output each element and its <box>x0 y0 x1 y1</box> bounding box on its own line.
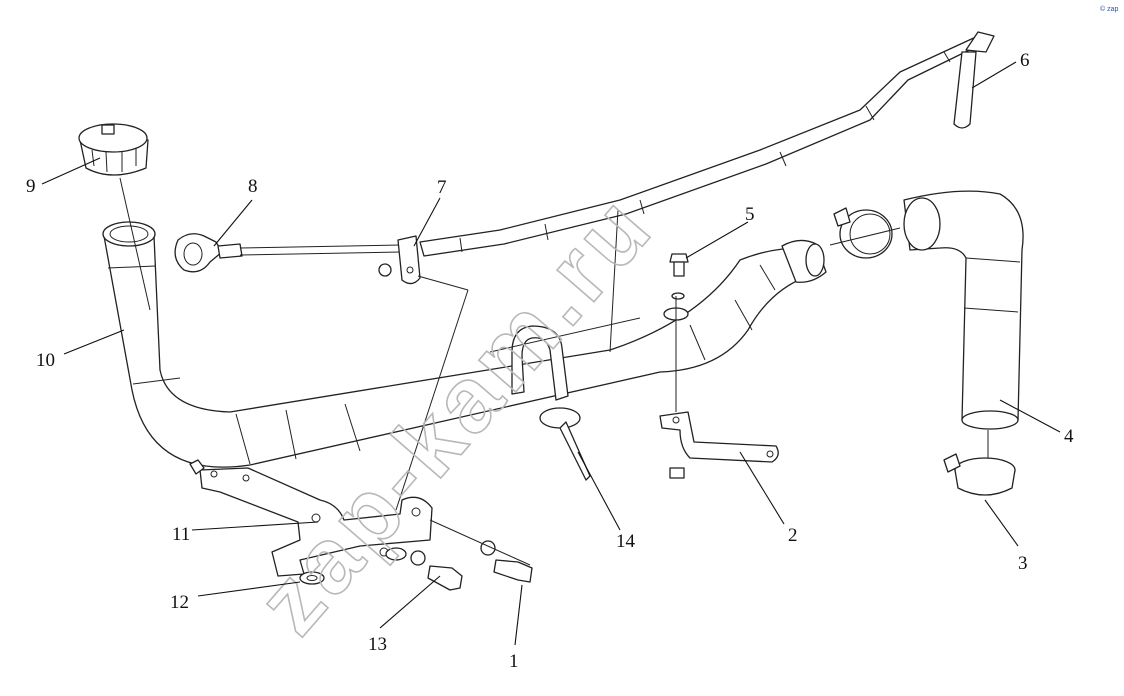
bracket-2 <box>659 307 779 479</box>
callout-13: 13 <box>368 634 387 655</box>
callouts: 1 2 3 4 5 6 7 8 9 10 11 12 13 14 <box>26 50 1074 672</box>
callout-5: 5 <box>745 204 755 225</box>
hose-clamp-upper <box>833 207 893 259</box>
bolt-13 <box>427 565 463 591</box>
callout-6: 6 <box>1020 50 1030 71</box>
callout-10: 10 <box>36 350 55 371</box>
leader-lines <box>41 61 1061 646</box>
dipstick-ring <box>174 233 243 273</box>
corner-mark: © zap <box>1100 5 1118 13</box>
callout-11: 11 <box>172 524 190 545</box>
callout-14: 14 <box>616 531 636 552</box>
callout-7: 7 <box>437 177 447 198</box>
callout-3: 3 <box>1018 553 1028 574</box>
cable-clamp <box>378 235 421 285</box>
callout-9: 9 <box>26 176 36 197</box>
hose-clamp-lower <box>943 453 1016 496</box>
filler-cap <box>78 123 149 176</box>
washer-12 <box>299 540 496 585</box>
tube-end <box>953 31 995 129</box>
bolt-5 <box>669 253 689 300</box>
callout-4: 4 <box>1064 426 1074 447</box>
filler-pipe <box>102 221 827 468</box>
callout-12: 12 <box>170 592 189 613</box>
assembly-lines <box>119 177 989 566</box>
bolt-1 <box>493 559 533 583</box>
callout-8: 8 <box>248 176 258 197</box>
strap-14 <box>511 325 591 481</box>
elbow-hose <box>903 190 1024 430</box>
callout-2: 2 <box>788 525 798 546</box>
callout-1: 1 <box>509 651 519 672</box>
